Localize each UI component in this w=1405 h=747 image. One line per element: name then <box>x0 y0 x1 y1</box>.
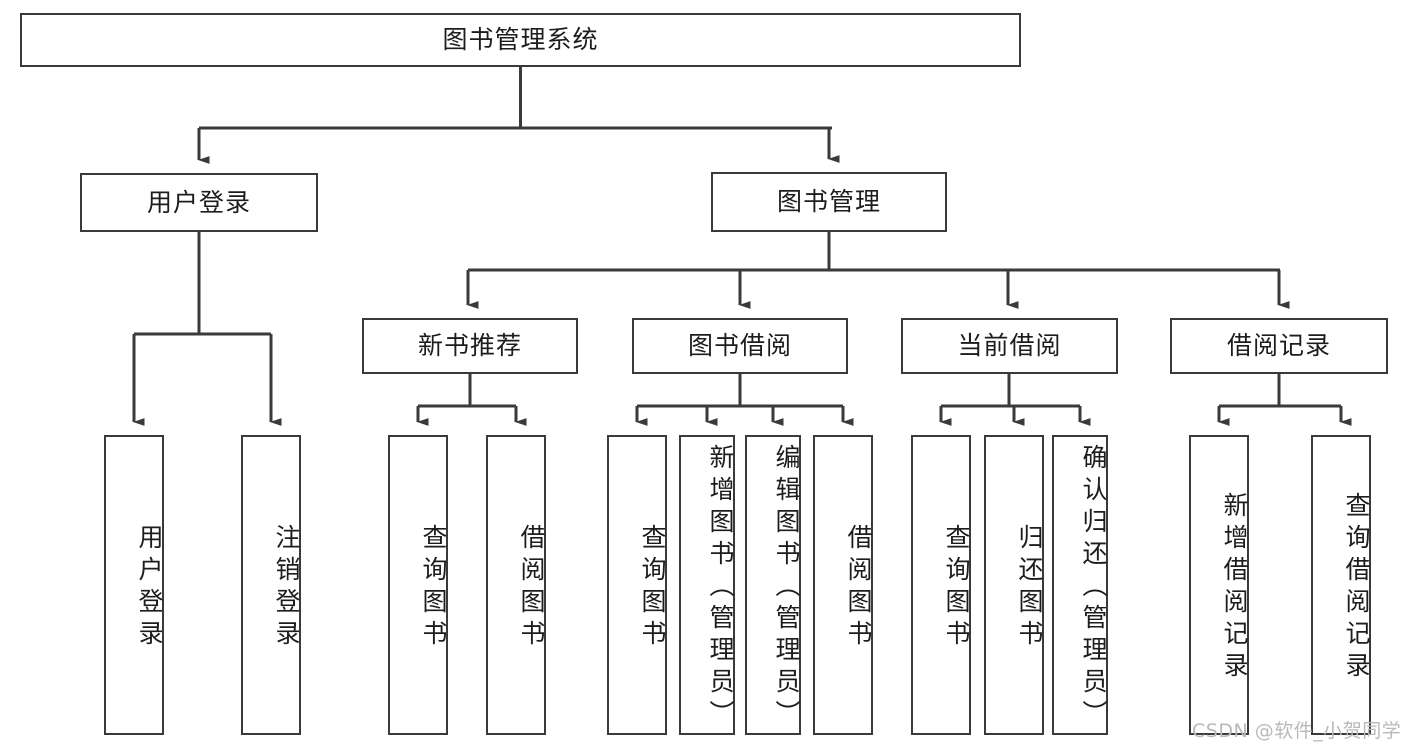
leaf-add-borrow-record[interactable]: 新增借阅记录 <box>1189 435 1249 735</box>
node-user-login[interactable]: 用户登录 <box>80 173 318 232</box>
leaf-query-borrow-record[interactable]: 查询借阅记录 <box>1311 435 1371 735</box>
node-book-management[interactable]: 图书管理 <box>711 172 947 232</box>
csdn-watermark: CSDN @软件_小贺同学 <box>1192 720 1402 742</box>
leaf-return-book[interactable]: 归还图书 <box>984 435 1044 735</box>
leaf-user-login[interactable]: 用户登录 <box>104 435 164 735</box>
leaf-confirm-return-admin[interactable]: 确认归还（管理员） <box>1052 435 1108 735</box>
leaf-add-book-admin[interactable]: 新增图书（管理员） <box>679 435 735 735</box>
node-book-borrow[interactable]: 图书借阅 <box>632 318 848 374</box>
leaf-borrow-book[interactable]: 借阅图书 <box>813 435 873 735</box>
node-borrow-record[interactable]: 借阅记录 <box>1170 318 1388 374</box>
node-root-system[interactable]: 图书管理系统 <box>20 13 1021 67</box>
node-new-book-recommend[interactable]: 新书推荐 <box>362 318 578 374</box>
leaf-query-book-new[interactable]: 查询图书 <box>388 435 448 735</box>
leaf-query-book-borrow[interactable]: 查询图书 <box>607 435 667 735</box>
leaf-edit-book-admin[interactable]: 编辑图书（管理员） <box>745 435 801 735</box>
leaf-borrow-book-new[interactable]: 借阅图书 <box>486 435 546 735</box>
leaf-user-logout[interactable]: 注销登录 <box>241 435 301 735</box>
node-current-borrow[interactable]: 当前借阅 <box>901 318 1118 374</box>
leaf-query-book-current[interactable]: 查询图书 <box>911 435 971 735</box>
